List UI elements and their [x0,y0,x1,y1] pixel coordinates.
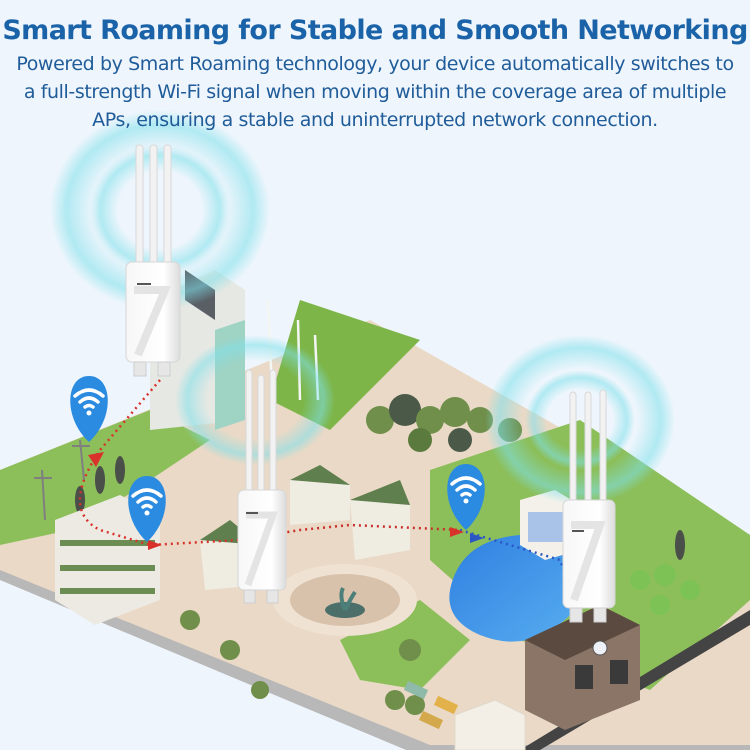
page-subtitle: Powered by Smart Roaming technology, you… [16,53,734,131]
page-title: Smart Roaming for Stable and Smooth Netw… [2,15,748,46]
wifi-pin-1 [70,376,108,442]
wifi-icon [73,388,105,409]
wifi-icon [450,476,482,497]
trees [75,394,700,715]
wifi-pin-2 [128,476,166,542]
access-point-right [562,389,616,623]
header: Smart Roaming for Stable and Smooth Netw… [0,0,750,134]
wifi-icon [131,488,163,509]
signal-waves [50,110,675,505]
access-point-center [237,369,287,604]
wifi-pin-3 [447,464,485,530]
access-point-left [125,144,181,377]
